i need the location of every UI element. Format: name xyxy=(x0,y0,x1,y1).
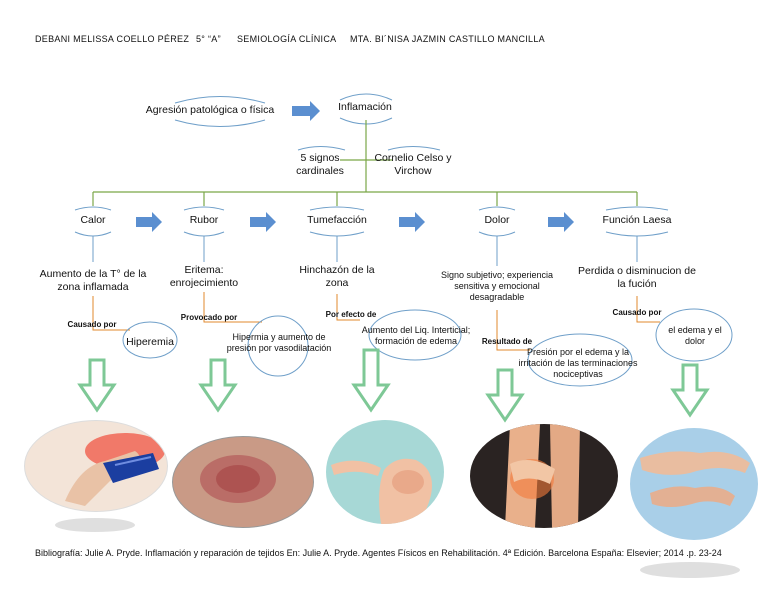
bracket-decoration xyxy=(174,96,266,104)
link-label-rubor: Provocado por xyxy=(180,313,238,322)
reddened-skin-image xyxy=(172,436,314,528)
sign-name-funcion-laesa: Función Laesa xyxy=(602,214,672,226)
link-label-calor: Causado por xyxy=(67,320,117,329)
sign-description-rubor: Eritema: enrojecimiento xyxy=(169,264,239,289)
subject-label: SEMIOLOGÍA CLÍNICA xyxy=(237,34,337,44)
group-label: 5° “A” xyxy=(196,34,221,44)
left-branch-node: 5 signos cardinales xyxy=(296,152,344,177)
arrow-right-icon xyxy=(399,212,425,232)
teacher-name: MTA. BI´NISA JAZMIN CASTILLO MANCILLA xyxy=(350,34,545,44)
result-dolor: Presión por el edema y la irritación de … xyxy=(518,347,638,379)
knee-pain-image xyxy=(470,424,618,528)
link-label-funcion-laesa: Causado por xyxy=(612,308,662,317)
sign-description-tumefaccion: Hinchazón de la zona xyxy=(299,264,375,289)
arrow-right-icon xyxy=(292,101,320,121)
bracket-decoration xyxy=(297,146,346,151)
bibliography: Bibliografía: Julie A. Pryde. Inflamació… xyxy=(35,548,722,558)
sign-name-dolor: Dolor xyxy=(484,214,510,226)
cause-node: Agresión patológica o física xyxy=(145,104,275,116)
result-calor: Hiperemia xyxy=(126,336,174,348)
bracket-decoration xyxy=(387,146,441,151)
arrow-right-icon xyxy=(548,212,574,232)
arrow-right-icon xyxy=(250,212,276,232)
sign-name-calor: Calor xyxy=(80,214,106,226)
student-name: DEBANI MELISSA COELLO PÉREZ xyxy=(35,34,190,44)
down-arrow-icon xyxy=(77,348,710,423)
right-branch-node: Cornelio Celso y Virchow xyxy=(374,152,452,177)
bracket-decoration xyxy=(339,93,393,101)
result-rubor: Hipermia y aumento de presión por vasodi… xyxy=(226,332,332,353)
deformed-hands-image xyxy=(630,428,758,540)
sign-description-dolor: Signo subjetivo; experiencia sensitiva y… xyxy=(440,270,554,302)
bracket-decoration xyxy=(174,119,266,127)
sign-description-calor: Aumento de la T° de la zona inflamada xyxy=(39,268,147,293)
sign-description-funcion-laesa: Perdida o disminucion de la fución xyxy=(578,265,696,290)
result-tumefaccion: Aumento del Liq. Interticial; formación … xyxy=(361,325,471,346)
link-label-dolor: Resultado de xyxy=(481,337,533,346)
arrow-right-icon xyxy=(136,212,162,232)
hand-with-ice-pack-image xyxy=(24,420,168,512)
result-funcion-laesa: el edema y el dolor xyxy=(668,325,722,346)
sign-name-tumefaccion: Tumefacción xyxy=(307,214,367,226)
center-node: Inflamación xyxy=(338,101,392,113)
link-label-tumefaccion: Por efecto de xyxy=(325,310,377,319)
sign-name-rubor: Rubor xyxy=(189,214,219,226)
swollen-hand-image xyxy=(326,420,444,524)
